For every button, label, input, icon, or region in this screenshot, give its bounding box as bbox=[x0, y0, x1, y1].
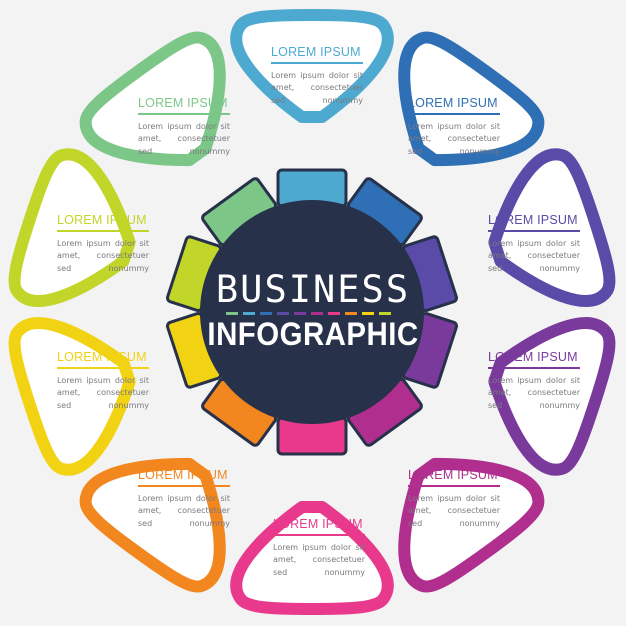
petal-heading: LOREM IPSUM bbox=[138, 468, 228, 482]
petal-label-5: LOREM IPSUM Lorem ipsum dolor sit amet, c… bbox=[408, 468, 500, 530]
petal-heading: LOREM IPSUM bbox=[273, 517, 363, 531]
petal-label-9: LOREM IPSUM Lorem ipsum dolor sit amet, c… bbox=[57, 213, 149, 275]
petal-outline bbox=[230, 9, 394, 123]
petal-heading: LOREM IPSUM bbox=[57, 213, 147, 227]
petal-outline bbox=[8, 148, 136, 307]
petal-body: Lorem ipsum dolor sit amet, consectetuer… bbox=[408, 121, 500, 156]
title-line-1: BUSINESS bbox=[215, 268, 411, 311]
petal-2 bbox=[398, 31, 545, 167]
petal-7 bbox=[79, 457, 226, 593]
petal-heading-rule bbox=[271, 62, 363, 64]
petal-label-2: LOREM IPSUM Lorem ipsum dolor sit amet, c… bbox=[408, 96, 500, 158]
petal-heading-rule bbox=[138, 113, 230, 115]
petals-layer bbox=[8, 9, 616, 615]
divider-dash bbox=[243, 312, 255, 315]
petal-heading-rule bbox=[488, 367, 580, 369]
petal-outline bbox=[8, 317, 136, 476]
petal-3 bbox=[488, 148, 616, 307]
petal-label-4: LOREM IPSUM Lorem ipsum dolor sit amet, c… bbox=[488, 350, 580, 412]
petal-heading: LOREM IPSUM bbox=[408, 96, 498, 110]
hub-tabs-layer bbox=[165, 168, 459, 456]
petal-1 bbox=[230, 9, 394, 123]
petal-outline bbox=[398, 31, 545, 167]
petal-9 bbox=[8, 148, 136, 307]
petal-heading-rule bbox=[488, 230, 580, 232]
divider-dash bbox=[226, 312, 238, 315]
petal-label-10: LOREM IPSUM Lorem ipsum dolor sit amet, c… bbox=[138, 96, 230, 158]
petal-heading: LOREM IPSUM bbox=[271, 45, 361, 59]
petal-heading-rule bbox=[273, 534, 365, 536]
petal-outline bbox=[230, 501, 394, 615]
petal-heading-rule bbox=[57, 230, 149, 232]
petal-4 bbox=[488, 317, 616, 476]
divider-dash bbox=[345, 312, 357, 315]
divider-dash bbox=[328, 312, 340, 315]
divider-dash bbox=[260, 312, 272, 315]
petal-outline bbox=[488, 148, 616, 307]
petal-heading: LOREM IPSUM bbox=[488, 350, 578, 364]
title-divider bbox=[226, 312, 391, 315]
petal-10 bbox=[79, 31, 226, 167]
petal-outline bbox=[488, 317, 616, 476]
divider-dash bbox=[379, 312, 391, 315]
petal-heading-rule bbox=[408, 113, 500, 115]
petal-heading: LOREM IPSUM bbox=[488, 213, 578, 227]
petal-outline bbox=[79, 457, 226, 593]
petal-label-1: LOREM IPSUM Lorem ipsum dolor sit amet, c… bbox=[271, 45, 363, 107]
petal-body: Lorem ipsum dolor sit amet, consectetuer… bbox=[271, 70, 363, 105]
petal-heading: LOREM IPSUM bbox=[57, 350, 147, 364]
petal-heading: LOREM IPSUM bbox=[408, 468, 498, 482]
petal-outline bbox=[398, 457, 545, 593]
petal-body: Lorem ipsum dolor sit amet, consectetuer… bbox=[57, 375, 149, 410]
petal-8 bbox=[8, 317, 136, 476]
petal-heading-rule bbox=[138, 485, 230, 487]
petal-label-7: LOREM IPSUM Lorem ipsum dolor sit amet, c… bbox=[138, 468, 230, 530]
petal-heading-rule bbox=[408, 485, 500, 487]
petal-outline bbox=[79, 31, 226, 167]
petal-body: Lorem ipsum dolor sit amet, consectetuer… bbox=[57, 238, 149, 273]
divider-dash bbox=[311, 312, 323, 315]
petal-heading-rule bbox=[57, 367, 149, 369]
divider-dash bbox=[294, 312, 306, 315]
petal-body: Lorem ipsum dolor sit amet, consectetuer… bbox=[138, 121, 230, 156]
petal-label-6: LOREM IPSUM Lorem ipsum dolor sit amet, c… bbox=[273, 517, 365, 579]
divider-dash bbox=[362, 312, 374, 315]
petal-label-3: LOREM IPSUM Lorem ipsum dolor sit amet, c… bbox=[488, 213, 580, 275]
petal-body: Lorem ipsum dolor sit amet, consectetuer… bbox=[408, 493, 500, 528]
title-line-2: INFOGRAPHIC bbox=[207, 316, 419, 352]
petal-body: Lorem ipsum dolor sit amet, consectetuer… bbox=[488, 375, 580, 410]
petal-body: Lorem ipsum dolor sit amet, consectetuer… bbox=[138, 493, 230, 528]
petal-body: Lorem ipsum dolor sit amet, consectetuer… bbox=[273, 542, 365, 577]
petal-5 bbox=[398, 457, 545, 593]
petal-label-8: LOREM IPSUM Lorem ipsum dolor sit amet, c… bbox=[57, 350, 149, 412]
petal-6 bbox=[230, 501, 394, 615]
divider-dash bbox=[277, 312, 289, 315]
petal-heading: LOREM IPSUM bbox=[138, 96, 228, 110]
petal-body: Lorem ipsum dolor sit amet, consectetuer… bbox=[488, 238, 580, 273]
